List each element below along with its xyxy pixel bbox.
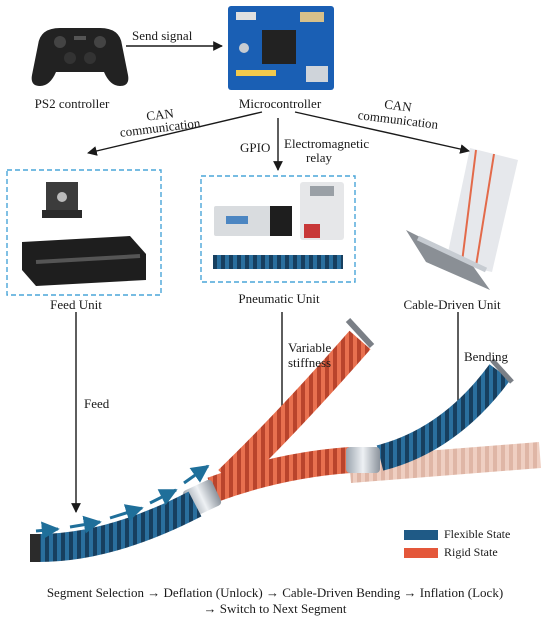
electromagnetic-relay-label-1: Electromagnetic xyxy=(284,136,370,151)
cable-driven-unit-label: Cable-Driven Unit xyxy=(403,297,501,312)
legend-flexible-label: Flexible State xyxy=(444,527,511,541)
cable-driven-unit-image xyxy=(406,148,518,290)
feed-unit-image xyxy=(22,182,146,286)
pneumatic-unit-label: Pneumatic Unit xyxy=(238,291,320,306)
legend-rigid-label: Rigid State xyxy=(444,545,498,559)
can-left-arrow xyxy=(87,111,263,156)
send-signal-label: Send signal xyxy=(132,28,193,43)
ps2-controller-image xyxy=(31,28,129,86)
microcontroller-image xyxy=(228,6,334,90)
pneumatic-unit-image xyxy=(213,182,344,269)
ps2-controller-label: PS2 controller xyxy=(34,96,110,111)
gpio-label: GPIO xyxy=(240,140,271,155)
variable-stiffness-label-1: Variable xyxy=(288,340,332,355)
feed-label: Feed xyxy=(84,396,110,411)
feed-unit-box xyxy=(6,169,162,296)
pneumatic-unit-box xyxy=(200,175,356,283)
microcontroller-label: Microcontroller xyxy=(238,96,322,111)
feed-unit-label: Feed Unit xyxy=(50,297,102,312)
electromagnetic-relay-label-2: relay xyxy=(306,150,332,165)
bending-label: Bending xyxy=(464,349,509,364)
legend-flexible-swatch xyxy=(404,530,438,540)
feed-direction-arrows xyxy=(35,464,210,540)
legend-rigid-swatch xyxy=(404,548,438,558)
variable-stiffness-label-2: stiffness xyxy=(288,355,332,370)
can-right-arrow xyxy=(294,111,470,154)
caption-line-2: → Switch to Next Segment xyxy=(203,601,347,616)
caption-line-1: Segment Selection → Deflation (Unlock) →… xyxy=(46,585,504,600)
continuum-robot xyxy=(30,317,542,562)
